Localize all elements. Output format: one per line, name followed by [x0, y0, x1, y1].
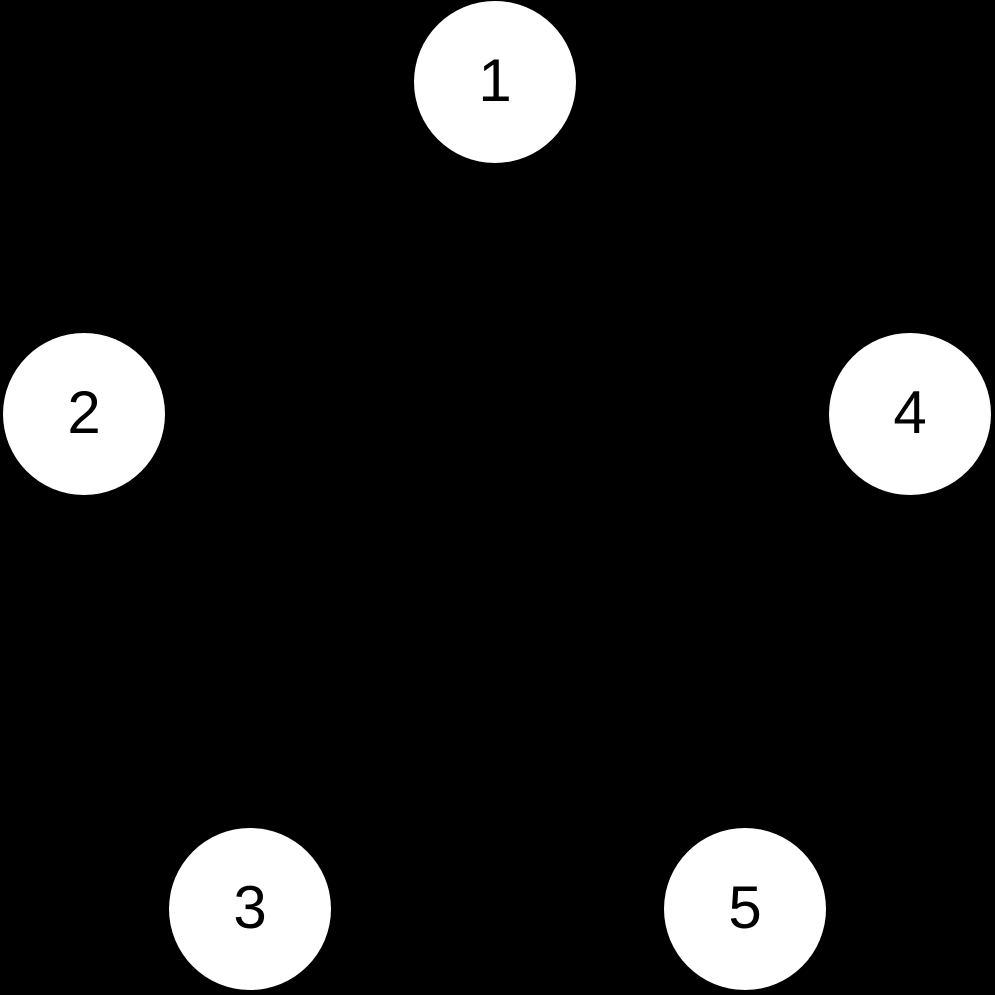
graph-node-2[interactable]: 2: [3, 333, 165, 495]
graph-node-label-5: 5: [728, 874, 762, 941]
graph-node-1[interactable]: 1: [414, 1, 576, 163]
graph-node-label-3: 3: [233, 874, 267, 941]
graph-node-3[interactable]: 3: [169, 828, 331, 990]
graph-node-label-2: 2: [67, 379, 101, 446]
graph-node-label-1: 1: [478, 47, 512, 114]
graph-node-label-4: 4: [893, 379, 927, 446]
graph-node-5[interactable]: 5: [664, 828, 826, 990]
graph-node-4[interactable]: 4: [829, 333, 991, 495]
